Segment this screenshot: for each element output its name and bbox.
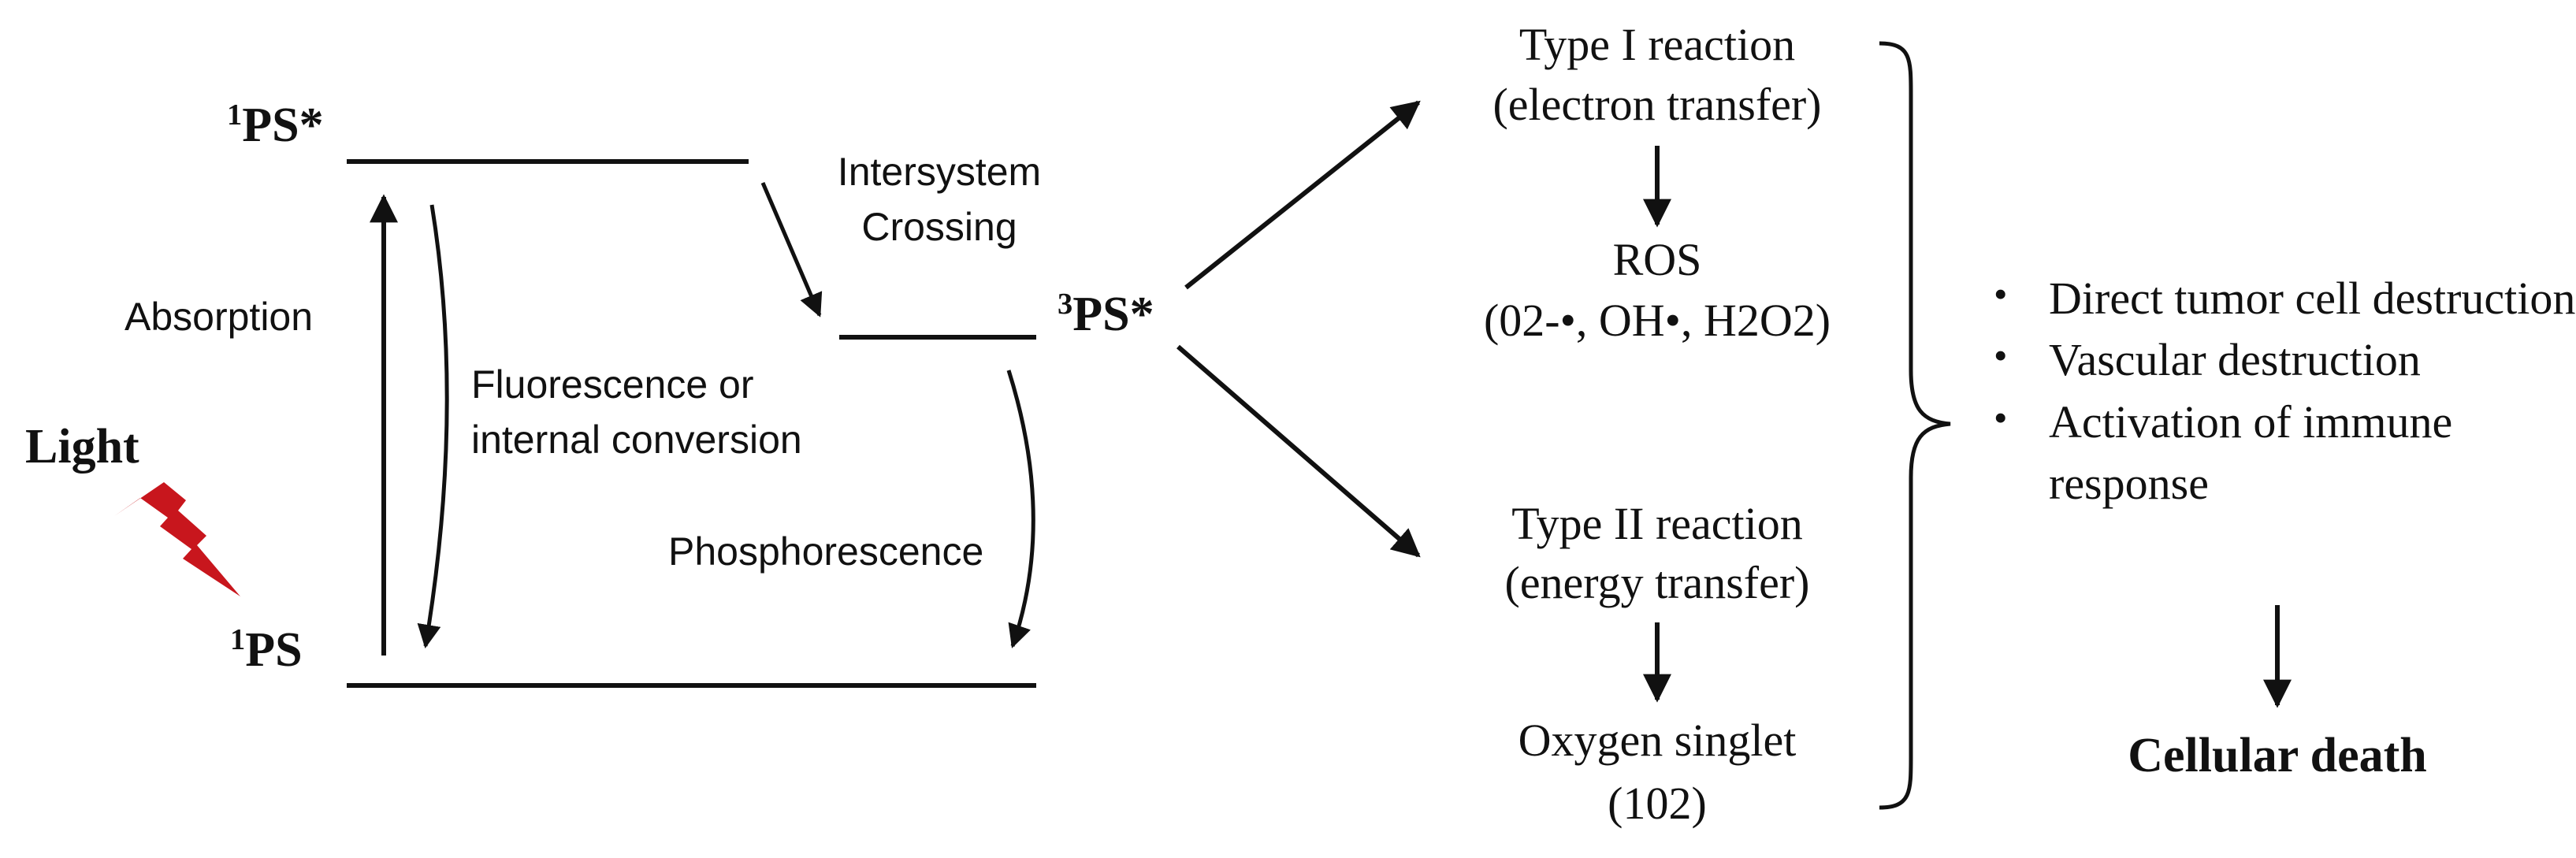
intersystem-crossing-arrow xyxy=(760,182,823,318)
fluorescence-arrow xyxy=(417,204,449,648)
ros-label: ROS xyxy=(1612,234,1702,285)
effect-item: Activation of immune response xyxy=(1994,392,2576,515)
phosphorescence-arrow xyxy=(1006,370,1035,648)
grouping-brace xyxy=(1879,41,1951,810)
singlet-oxygen-label: Oxygen singlet xyxy=(1518,715,1797,766)
intersystem-label-line2: Crossing xyxy=(861,205,1017,249)
fluorescence-label-line1: Fluorescence or xyxy=(471,362,754,407)
singlet-oxygen-species: (102) xyxy=(1608,778,1707,829)
intersystem-label-line1: Intersystem xyxy=(837,150,1042,194)
type1-title: Type I reaction xyxy=(1518,19,1796,70)
type1-subtitle: (electron transfer) xyxy=(1492,79,1822,130)
singlet-excited-label: 1PS* xyxy=(227,98,324,152)
type2-subtitle: (energy transfer) xyxy=(1504,557,1810,608)
ros-species: (02-•, OH•, H2O2) xyxy=(1483,295,1831,346)
absorption-label: Absorption xyxy=(125,295,314,339)
outcome-label: Cellular death xyxy=(2128,729,2427,782)
triplet-excited-label: 3PS* xyxy=(1058,287,1154,341)
effect-item: Direct tumor cell destruction xyxy=(1994,268,2576,329)
ground-state-label: 1PS xyxy=(230,622,303,677)
type2-title: Type II reaction xyxy=(1511,498,1803,549)
phosphorescence-label: Phosphorescence xyxy=(668,529,984,574)
type2-branch-arrow xyxy=(1176,344,1421,558)
effects-list: Direct tumor cell destruction Vascular d… xyxy=(1994,268,2576,514)
light-label: Light xyxy=(25,420,139,474)
type1-branch-arrow xyxy=(1184,100,1421,290)
fluorescence-label-line2: internal conversion xyxy=(471,418,802,462)
effect-item: Vascular destruction xyxy=(1994,329,2576,391)
lightning-bolt-icon xyxy=(114,482,240,596)
